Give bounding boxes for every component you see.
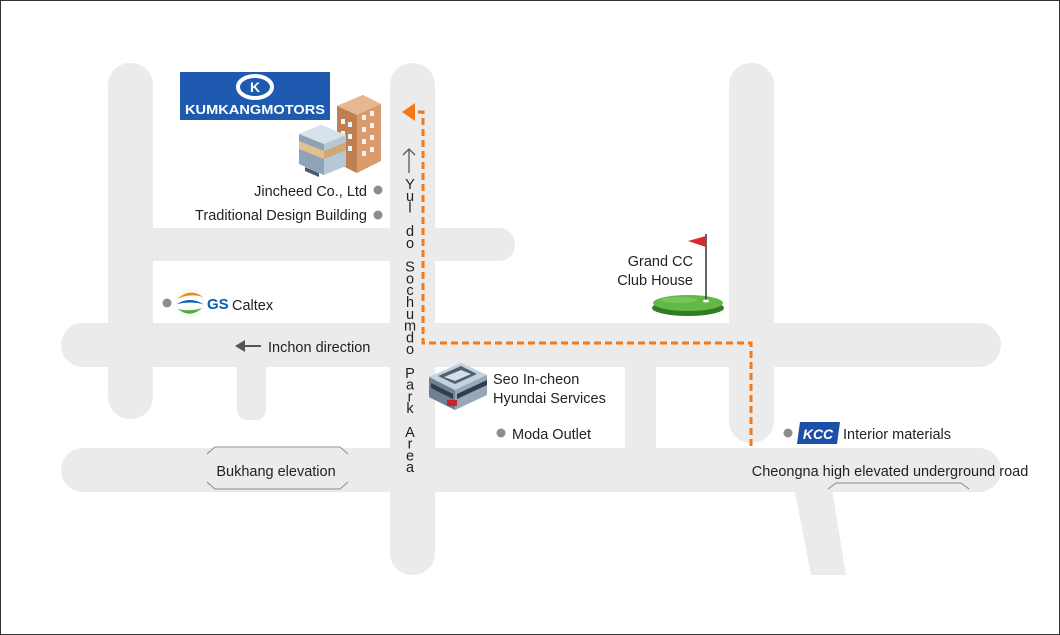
vertical-road-char: l (408, 201, 411, 217)
vertical-road-char: o (406, 342, 414, 358)
vertical-road-char: a (406, 460, 415, 476)
kumkang-logo-text: KUMKANGMOTORS (185, 103, 325, 117)
road-network (61, 63, 1001, 575)
kcc-logo: KCC (797, 422, 840, 444)
cheongna-overpass-lines (827, 482, 970, 490)
cheongna-road-label: Cheongna high elevated underground road (752, 464, 1029, 480)
bukhang-overpass-lines (206, 446, 349, 490)
vertical-road-char: o (406, 271, 414, 287)
bukhang-elevation-label: Bukhang elevation (216, 464, 335, 480)
up-arrow-icon (402, 148, 416, 173)
vertical-road-char: d (406, 330, 414, 346)
hyundai-service-building-icon (429, 363, 487, 410)
road-diagonal-ramp (791, 471, 846, 575)
vertical-road-char: r (408, 437, 413, 453)
vertical-road-char: o (406, 236, 414, 252)
vertical-road-char: m (404, 319, 416, 335)
route-arrowhead (402, 103, 415, 121)
kcc-interior-label: Interior materials (843, 427, 951, 443)
gs-caltex-label: Caltex (232, 298, 274, 314)
grand-cc-label-line2: Club House (617, 273, 693, 289)
vertical-road-char: r (408, 389, 413, 405)
vertical-road-char: c (406, 283, 413, 299)
road-short-vertical-middle (625, 346, 656, 461)
seo-incheon-label-line2: Hyundai Services (493, 391, 606, 407)
route-path (411, 110, 753, 446)
kumkang-building-icon (299, 95, 381, 177)
road-middle-horizontal (61, 323, 1001, 367)
inchon-direction-label: Inchon direction (268, 340, 370, 356)
road-lower-horizontal (61, 448, 1001, 492)
moda-outlet-label: Moda Outlet (512, 427, 591, 443)
traditional-design-marker (373, 210, 383, 220)
moda-outlet-marker (496, 428, 506, 438)
vertical-road-char: S (405, 260, 415, 276)
svg-text:K: K (250, 79, 260, 95)
vertical-road-char: h (406, 295, 414, 311)
vertical-road-char: P (405, 366, 415, 382)
vertical-road-char: A (405, 425, 415, 441)
vertical-road-char: u (406, 307, 414, 323)
kumkang-logo: K KUMKANGMOTORS (180, 72, 330, 120)
left-arrow-icon (235, 340, 261, 352)
vertical-road-char: d (406, 224, 414, 240)
kcc-marker (783, 428, 793, 438)
vertical-road-char: Y (405, 177, 415, 193)
gs-brand-label: GS (207, 296, 229, 313)
gs-caltex-marker (162, 298, 172, 308)
road-upper-horizontal (111, 228, 515, 261)
road-short-vertical-left (237, 346, 266, 420)
vertical-road-char: u (406, 189, 414, 205)
vertical-road-char: k (406, 401, 414, 417)
grand-cc-label-line1: Grand CC (628, 254, 693, 270)
jincheed-label: Jincheed Co., Ltd (254, 184, 367, 200)
seo-incheon-label-line1: Seo In-cheon (493, 372, 579, 388)
vertical-road-char: e (406, 448, 414, 464)
traditional-design-label: Traditional Design Building (195, 208, 367, 224)
golf-green-icon (652, 234, 724, 316)
gs-caltex-logo-icon (176, 289, 204, 317)
kcc-brand-label: KCC (803, 426, 834, 442)
vertical-road-char: a (406, 378, 415, 394)
jincheed-marker (373, 185, 383, 195)
